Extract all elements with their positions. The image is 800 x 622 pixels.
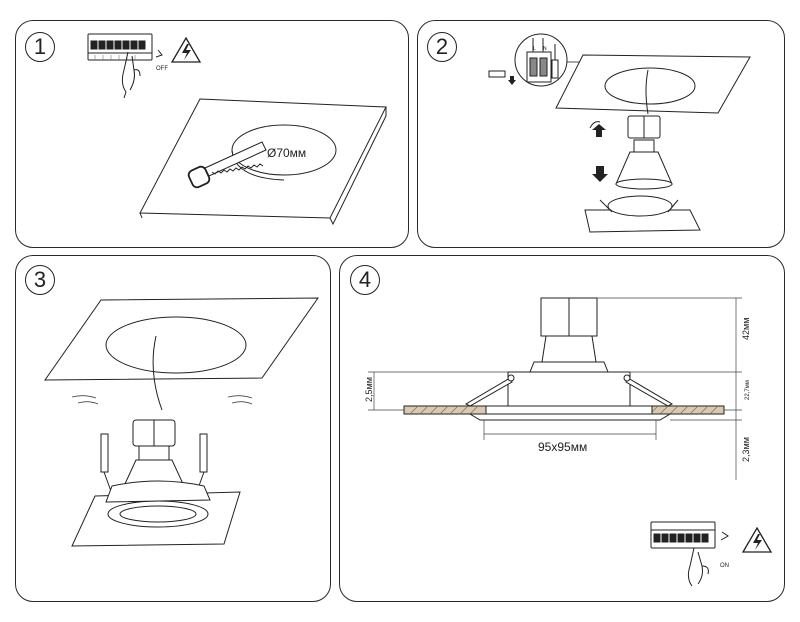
wire [152, 335, 163, 411]
terminal-label-n: N [543, 46, 547, 52]
high-voltage-warning-icon [170, 36, 202, 63]
arrow-up-icon [508, 76, 516, 85]
hand-icon [121, 51, 141, 99]
high-voltage-warning-icon [741, 526, 773, 553]
lamp-connector [627, 115, 661, 139]
arrow-up-icon [592, 124, 606, 137]
step-4-number: 4 [350, 265, 380, 295]
dimension-22-7: 22,7мм [745, 380, 751, 400]
step-2-number: 2 [427, 32, 457, 62]
fixture-frame [71, 480, 241, 547]
dimension-95x95: 95х95мм [538, 440, 587, 454]
wire [645, 69, 649, 115]
lamp-connector [132, 419, 176, 447]
dimension-42: 42мм [741, 318, 751, 340]
screwdriver-icon [551, 44, 559, 79]
hand-icon [687, 547, 709, 587]
dimension-2-5: 2,5мм [364, 377, 374, 402]
lamp-bulb [123, 445, 185, 487]
fixture-frame [584, 195, 701, 233]
ceiling-cross-section [403, 405, 725, 421]
step-3-number: 3 [25, 265, 55, 295]
ceiling-panel [44, 297, 319, 381]
lamp-connector [540, 297, 598, 337]
dimension-lines [368, 297, 742, 480]
switch-on-label: ON [720, 563, 729, 569]
switch-panel-icon [87, 33, 153, 61]
terminal-label-l: L [533, 46, 536, 52]
lamp-housing [507, 335, 631, 411]
lamp-bulb [615, 139, 673, 190]
arrow-icon [720, 531, 729, 541]
hole-diameter-label: Ø70мм [267, 146, 306, 160]
arrow-icon [155, 49, 163, 58]
motion-marks [71, 395, 253, 405]
ceiling-panel [555, 54, 751, 114]
switch-off-label: OFF [156, 66, 168, 72]
dimension-2-3: 2,3мм [741, 437, 751, 462]
connector-icon [488, 70, 506, 78]
saw-icon [187, 141, 267, 189]
arrow-down-icon [592, 166, 608, 182]
step-1-number: 1 [25, 32, 55, 62]
switch-panel-icon [650, 521, 716, 549]
spring-clips [464, 374, 674, 407]
